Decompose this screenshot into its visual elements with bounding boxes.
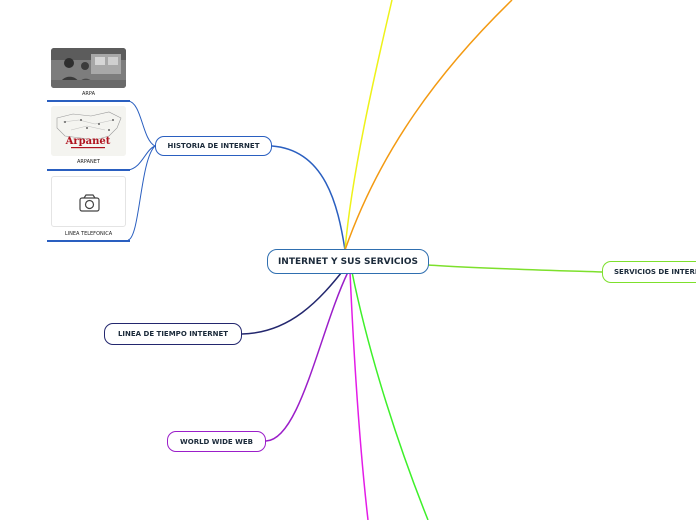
link-green-offscreen (351, 271, 429, 520)
topic-historia-label: HISTORIA DE INTERNET (167, 142, 260, 150)
link-linea-telefonica (127, 145, 156, 241)
link-linea-tiempo (241, 267, 346, 335)
root-topic-label: INTERNET Y SUS SERVICIOS (277, 256, 419, 267)
subtopic-linea-telefonica[interactable]: LINEA TELEFONICA (47, 176, 130, 243)
link-arpa (127, 100, 156, 147)
link-magenta-offscreen (349, 271, 369, 520)
image-placeholder (51, 176, 126, 227)
arpa-photo (51, 48, 126, 88)
link-orange-offscreen (344, 0, 513, 251)
link-historia (271, 145, 346, 251)
subtopic-arpa[interactable]: ARPA (47, 48, 130, 103)
link-www (265, 271, 349, 442)
arpa-caption: ARPA (81, 91, 95, 97)
topic-historia[interactable]: HISTORIA DE INTERNET (155, 136, 272, 156)
topic-www-label: WORLD WIDE WEB (180, 437, 253, 446)
camera-icon (79, 194, 100, 212)
topic-servicios-label: SERVICIOS DE INTERNET (614, 268, 696, 276)
link-arpanet (127, 145, 156, 171)
arpa-underline (47, 100, 130, 102)
arpanet-map: Arpanet (51, 106, 126, 156)
arpanet-caption: ARPANET (77, 159, 100, 165)
topic-www[interactable]: WORLD WIDE WEB (167, 431, 266, 452)
topic-linea-tiempo[interactable]: LINEA DE TIEMPO INTERNET (104, 323, 242, 345)
linea-telefonica-underline (47, 240, 130, 242)
linea-telefonica-caption: LINEA TELEFONICA (64, 231, 113, 237)
link-servicios (427, 264, 603, 273)
link-yellow-offscreen (344, 0, 393, 251)
topic-linea-tiempo-label: LINEA DE TIEMPO INTERNET (117, 330, 229, 338)
arpanet-logo: Arpanet (65, 136, 111, 147)
subtopic-arpanet[interactable]: Arpanet ARPANET (47, 106, 130, 172)
root-topic[interactable]: INTERNET Y SUS SERVICIOS (267, 249, 429, 274)
arpanet-underline (47, 169, 130, 171)
topic-servicios[interactable]: SERVICIOS DE INTERNET (602, 261, 696, 283)
